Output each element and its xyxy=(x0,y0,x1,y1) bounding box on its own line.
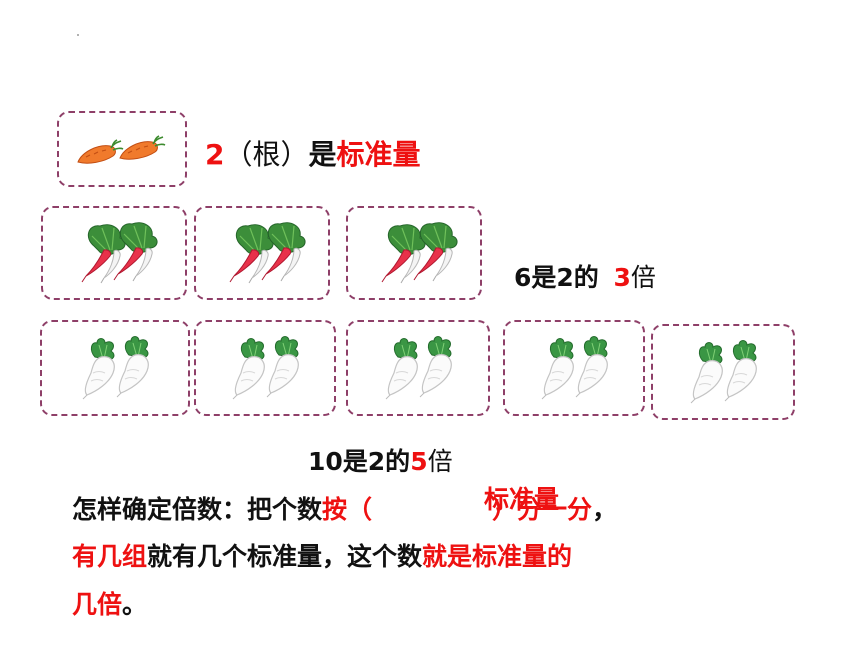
radish-multiple-times: 3 xyxy=(613,263,631,292)
red-radish-group-box xyxy=(41,206,187,300)
rule-split: 分一分 xyxy=(517,495,593,524)
rule-comma: ， xyxy=(592,495,618,524)
rule-intro: 怎样确定倍数：把个数 xyxy=(72,495,323,524)
white-radish-group-box xyxy=(40,320,190,416)
rule-period: 。 xyxy=(122,590,148,619)
rule-press: 按（ xyxy=(322,495,373,524)
white-multiple-times: 5 xyxy=(410,447,428,476)
white-radish-pair-icon xyxy=(232,335,299,400)
white-radish-group-box xyxy=(194,320,336,416)
white-radish-pair-icon xyxy=(690,339,757,404)
rule-line-3: 几倍。 xyxy=(72,585,147,621)
carrot-pair-icon xyxy=(77,135,166,164)
rule-close-paren: ） xyxy=(492,495,518,524)
white-radish-pair-icon xyxy=(82,335,149,400)
red-radish-group-box xyxy=(346,206,482,300)
carrot-count: 2 xyxy=(205,138,225,171)
white-radish-group-box xyxy=(651,324,795,420)
white-radish-pair-icon xyxy=(385,335,452,400)
radish-multiple-suffix: 倍 xyxy=(630,263,656,292)
red-radish-group-box xyxy=(194,206,330,300)
slide-dot xyxy=(77,34,79,36)
white-radish-group-box xyxy=(503,320,645,416)
carrot-group-box xyxy=(57,111,187,187)
carrot-label: 2（根）是标准量 xyxy=(205,133,421,173)
rule-line-2: 有几组就有几个标准量，这个数就是标准量的 xyxy=(72,537,572,573)
rule-times: 几倍 xyxy=(72,590,123,619)
red-radish-pair-icon xyxy=(81,222,158,284)
white-radish-group-box xyxy=(346,320,490,416)
radish-multiple-label: 6是2的 3倍 xyxy=(514,258,656,294)
rule-line-1: 怎样确定倍数：把个数按（ ）分一分， xyxy=(72,490,617,526)
carrot-is: 是 xyxy=(308,138,337,171)
rule-fill-answer: 标准量 xyxy=(484,485,560,514)
white-radish-multiple-label: 10是2的5倍 xyxy=(308,442,453,478)
rule-groups: 有几组 xyxy=(72,542,148,571)
rule-middle: 就有几个标准量，这个数 xyxy=(147,542,423,571)
white-radish-pair-icon xyxy=(541,335,608,400)
white-multiple-prefix: 10是2的 xyxy=(308,447,411,476)
radish-multiple-prefix: 6是2的 xyxy=(514,263,599,292)
carrot-unit: （根） xyxy=(224,138,309,171)
standard-quantity-term: 标准量 xyxy=(336,138,421,171)
red-radish-pair-icon xyxy=(381,222,458,284)
rule-result: 就是标准量的 xyxy=(422,542,573,571)
white-multiple-suffix: 倍 xyxy=(427,447,453,476)
red-radish-pair-icon xyxy=(229,222,306,284)
